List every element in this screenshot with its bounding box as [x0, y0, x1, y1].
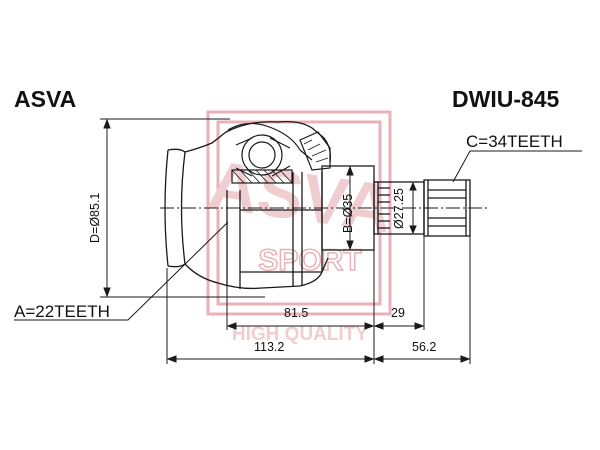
- dimension-d1-label: 81.5: [284, 306, 309, 320]
- dim-113-arrow-right: [364, 355, 375, 363]
- dim-81-arrow-left: [226, 322, 237, 330]
- housing-lip: [167, 148, 186, 268]
- brand-logo: ASVA: [14, 86, 77, 112]
- dimension-b: [346, 165, 354, 251]
- inner-race: [231, 169, 293, 184]
- dim-d-arrow-bottom: [103, 287, 111, 298]
- part-number: DWIU-845: [452, 86, 560, 112]
- dim-56-arrow-right: [460, 355, 471, 363]
- cutaway-section: [227, 122, 331, 184]
- dim-29-arrow-left: [373, 322, 384, 330]
- housing-upper-outline: [184, 120, 332, 163]
- dim-small-arrow-top: [409, 181, 417, 191]
- watermark-frame: [206, 110, 392, 316]
- diameter-b-label: B=Ø35: [341, 193, 355, 233]
- horizontal-dimensions: [166, 236, 471, 364]
- teeth-a-label: A=22TEETH: [14, 302, 110, 321]
- dim-b-arrow-top: [346, 165, 354, 176]
- watermark-tagline: HIGH QUALITY: [232, 324, 368, 345]
- housing-lower-outline: [184, 257, 329, 290]
- dim-d-arrow-top: [103, 118, 111, 129]
- teeth-c-label: C=34TEETH: [466, 132, 563, 151]
- leader-lines: [14, 150, 582, 321]
- dim-56-arrow-left: [373, 355, 384, 363]
- diameter-small-label: Ø27.25: [392, 187, 406, 229]
- dim-29-arrow-right: [414, 322, 425, 330]
- dimension-d4-label: 56.2: [412, 340, 437, 354]
- inner-race-hatch: [231, 169, 293, 184]
- dim-small-arrow-bottom: [409, 225, 417, 235]
- cv-joint-housing: [164, 120, 332, 290]
- dim-81-arrow-right: [364, 322, 375, 330]
- cutaway-outer-arc: [227, 122, 313, 161]
- output-shaft: [321, 165, 471, 251]
- dim-113-arrow-left: [166, 355, 177, 363]
- housing-lip-edge: [164, 149, 169, 267]
- dimension-d3-label: 113.2: [254, 340, 285, 354]
- ball-bearing: [241, 134, 283, 176]
- leader-c: [452, 150, 582, 183]
- collar-hatch: [303, 139, 329, 163]
- dim-b-arrow-bottom: [346, 240, 354, 251]
- ball-bearing-inner: [248, 141, 276, 169]
- cage-lines: [235, 137, 291, 177]
- watermark-inner-frame: [216, 120, 382, 306]
- shaft-collar-section: [299, 131, 331, 171]
- leader-a: [14, 221, 229, 321]
- watermark-logo-text: ASVA: [204, 147, 397, 248]
- dimension-small-diameter: [409, 181, 417, 235]
- dimension-d2-label: 29: [391, 306, 405, 320]
- dimension-d: [100, 118, 265, 298]
- shaft-chamfer: [374, 181, 379, 234]
- diameter-d-label: D=Ø85.1: [88, 192, 102, 243]
- spline-section: [423, 179, 471, 237]
